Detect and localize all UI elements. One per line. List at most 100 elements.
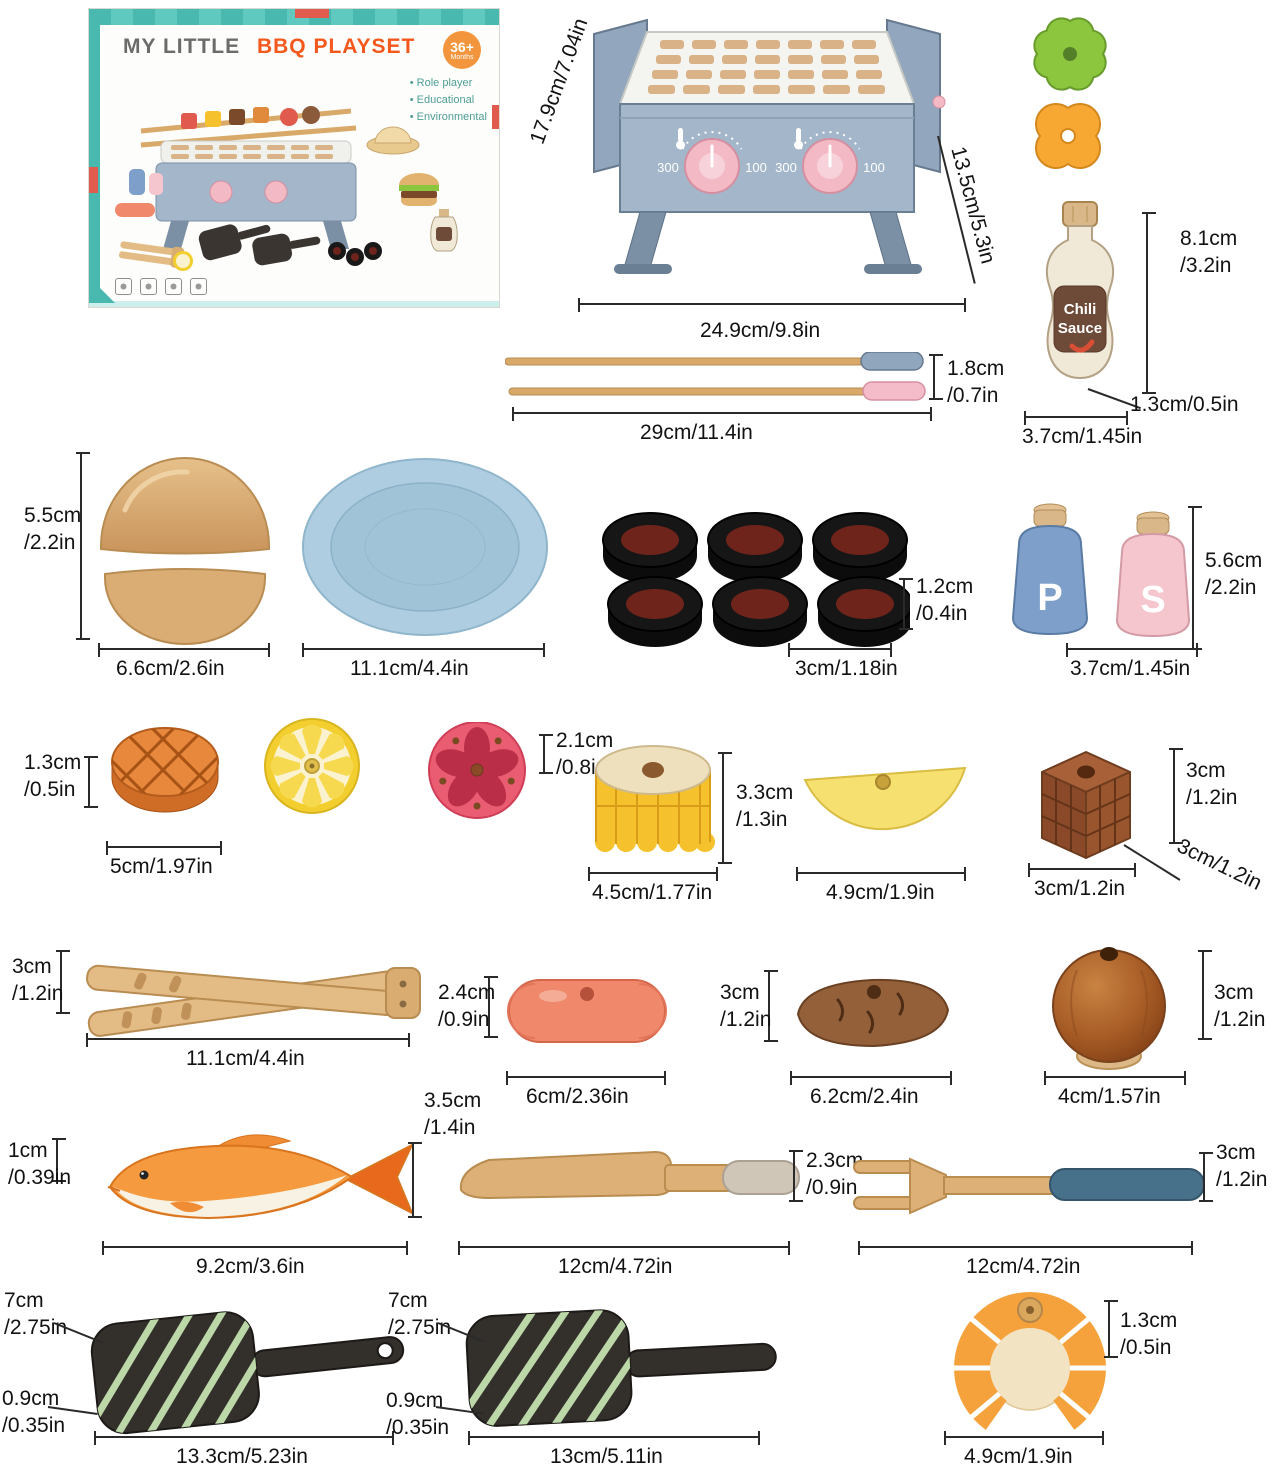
onion-shape <box>1052 947 1166 1070</box>
dim-sausage-length: 6cm/2.36in <box>526 1085 629 1108</box>
tomato-slice-shape <box>428 721 526 819</box>
sweet-potato <box>790 962 955 1067</box>
dim-sauce-depth: 1.3cm/0.5in <box>1130 393 1239 416</box>
dim-patty-width: 5cm/1.97in <box>110 855 213 878</box>
salt-shaker: S <box>1115 511 1191 638</box>
box-tape-tab <box>295 9 329 18</box>
dim-corn-width: 4.5cm/1.77in <box>592 881 713 904</box>
dim-salmon-width: 4.9cm/1.9in <box>964 1445 1073 1468</box>
dim-pan2-length: 13cm/5.11in <box>550 1445 663 1468</box>
dim-line <box>76 452 92 640</box>
plate <box>300 455 550 645</box>
dial-scale-min: 300 <box>775 160 797 175</box>
tongs-shape <box>86 964 421 1037</box>
recycle-icon <box>115 278 132 295</box>
thermometer-icon <box>796 128 801 142</box>
dim-corn-height: 3.3cm /1.3in <box>736 781 794 831</box>
grill-pan-2 <box>462 1295 792 1440</box>
dim-knife-height: 2.3cm /0.9in <box>806 1149 864 1199</box>
dim-line <box>944 1431 1104 1448</box>
knife-shape <box>459 1150 800 1200</box>
feature-item: Role player <box>410 75 487 92</box>
dim-shaker-height: 5.6cm /2.2in <box>1205 549 1263 599</box>
knife <box>455 1140 800 1220</box>
dim-line <box>484 976 500 1038</box>
dim-line <box>788 643 892 660</box>
grill-pan-1 <box>88 1295 418 1440</box>
feature-item: Environmental <box>410 109 487 126</box>
dim-bun-width: 6.6cm/2.6in <box>116 657 225 680</box>
salt-pepper-shakers: P S <box>1005 500 1195 657</box>
fish <box>100 1125 420 1242</box>
sausage <box>505 970 670 1057</box>
dim-line <box>408 1142 424 1218</box>
onion <box>1035 940 1185 1080</box>
lettuce-felt-shape <box>1033 17 1107 91</box>
dim-pan1-thickness: 0.9cm /0.35in <box>2 1387 66 1437</box>
chocolate-cube <box>1028 742 1143 872</box>
fork <box>850 1155 1210 1222</box>
dim-pan2-thickness: 0.9cm /0.35in <box>386 1389 450 1439</box>
dim-line <box>796 867 966 884</box>
skewers-shape <box>504 351 926 401</box>
box-title: MY LITTLE BBQ PLAYSET <box>123 35 415 59</box>
feature-list: Role player Educational Environmental <box>410 75 487 126</box>
dim-line <box>302 643 545 660</box>
dim-tongs-height: 3cm /1.2in <box>12 955 64 1005</box>
dial-scale-max: 100 <box>745 160 767 175</box>
dim-line <box>1066 643 1198 660</box>
dim-line <box>929 354 945 400</box>
dim-fork-height: 3cm /1.2in <box>1216 1141 1268 1191</box>
age-warning-icon <box>140 278 157 295</box>
dim-line <box>1169 748 1185 844</box>
chili-pepper-icon <box>1069 339 1095 353</box>
dim-butter-width: 4.9cm/1.9in <box>826 881 935 904</box>
dim-line <box>1024 411 1128 428</box>
cube-shape <box>1041 751 1131 859</box>
grill-toy: 300 100 300 100 <box>552 6 982 321</box>
box-tape-tab <box>89 167 98 193</box>
dim-line <box>764 970 780 1042</box>
charcoal-set <box>600 508 913 655</box>
tongs <box>80 928 425 1053</box>
dim-line <box>1044 1071 1186 1088</box>
dim-bun-height: 5.5cm /2.2in <box>24 504 82 554</box>
box-bottom-edge <box>89 301 499 307</box>
fork-shape <box>853 1157 1205 1215</box>
dim-line <box>506 1071 666 1088</box>
burger-bun-shape <box>100 457 270 645</box>
salmon-steak-shape <box>952 1292 1108 1444</box>
dim-fish-height: 3.5cm /1.4in <box>424 1089 482 1139</box>
thermometer-icon <box>678 128 683 142</box>
grilled-patty <box>108 722 223 827</box>
dim-line <box>94 1431 394 1448</box>
dim-sauce-width: 3.7cm/1.45in <box>1022 425 1143 448</box>
chili-sauce-bottle: Chili Sauce <box>1030 200 1130 405</box>
dim-shaker-width: 3.7cm/1.45in <box>1070 657 1191 680</box>
dim-line <box>1104 1300 1120 1358</box>
charcoal-shape <box>602 512 913 647</box>
box-left-edge <box>89 9 100 307</box>
dim-potato-length: 6.2cm/2.4in <box>810 1085 919 1108</box>
dim-cube-width: 3cm/1.2in <box>1034 877 1126 900</box>
grill-toy-illustration: 300 100 300 100 <box>593 18 946 274</box>
patty-shape <box>111 727 219 813</box>
dim-sauce-height: 8.1cm /3.2in <box>1180 227 1238 277</box>
dim-line <box>789 1150 805 1202</box>
dim-pan1-length: 13.3cm/5.23in <box>176 1445 308 1468</box>
dim-line <box>86 1033 410 1050</box>
dim-line <box>1199 1152 1215 1202</box>
dim-line <box>1028 863 1136 880</box>
plate-shape <box>302 458 548 636</box>
sausage-shape <box>507 979 667 1043</box>
age-badge: 36+ Months <box>443 31 481 69</box>
dim-line <box>458 1241 790 1258</box>
feature-item: Educational <box>410 92 487 109</box>
dim-line <box>102 1241 408 1258</box>
dim-line <box>1142 212 1158 394</box>
age-badge-number: 36+ <box>450 38 474 55</box>
dim-line <box>858 1241 1193 1258</box>
box-product-name: BBQ PLAYSET <box>256 35 416 58</box>
dial-scale-max: 100 <box>863 160 885 175</box>
